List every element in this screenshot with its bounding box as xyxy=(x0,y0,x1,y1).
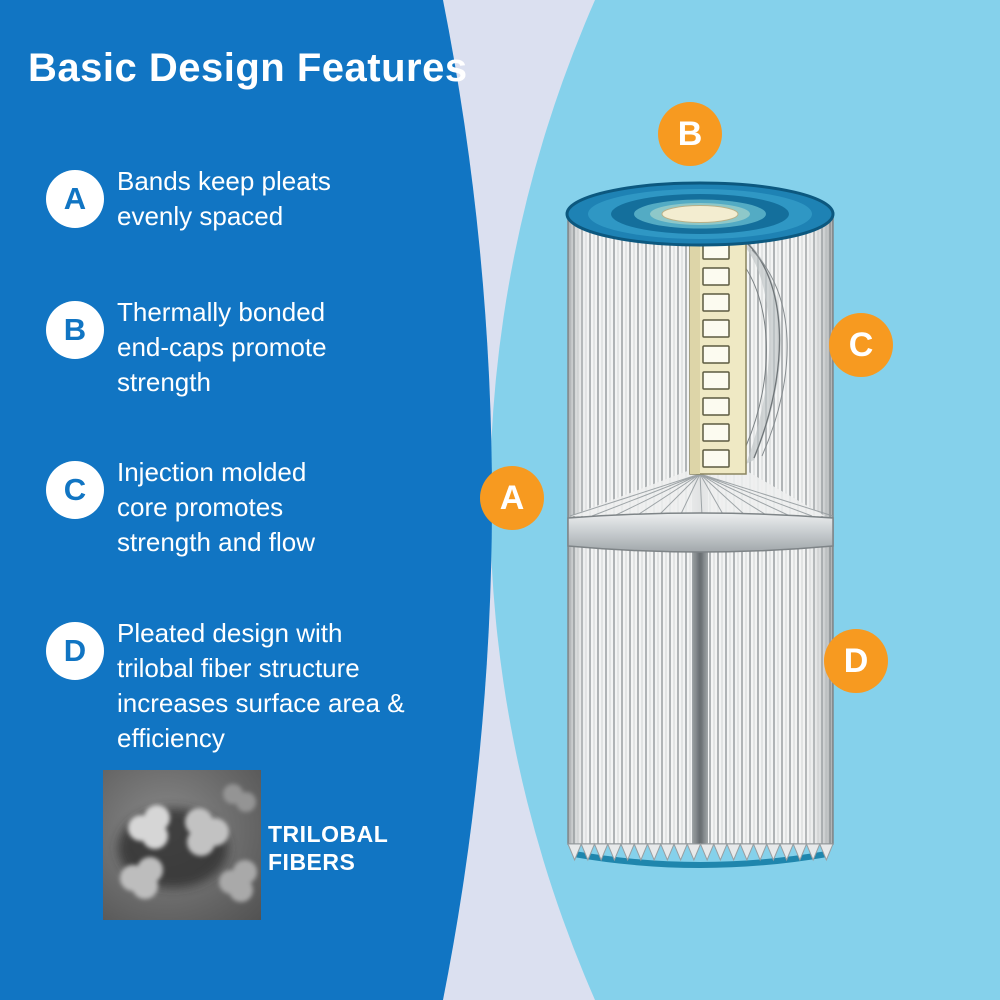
feature-badge-letter: D xyxy=(63,633,87,668)
core-seam xyxy=(692,470,708,844)
feature-badge-c: C xyxy=(46,461,104,519)
bottom-rim xyxy=(573,851,828,868)
feature-text-b: Thermally bonded end-caps promote streng… xyxy=(117,297,327,397)
bottom-pleats xyxy=(567,842,834,862)
core-holes xyxy=(702,241,730,468)
fiber-caption: TRILOBAL FIBERS xyxy=(268,821,389,875)
feature-badge-letter: C xyxy=(63,472,87,507)
feature-text-d: Pleated design with trilobal fiber struc… xyxy=(117,618,405,753)
feature-badge-b: B xyxy=(46,301,104,359)
feature-item-d: D Pleated design with trilobal fiber str… xyxy=(46,616,486,756)
feature-badge-d: D xyxy=(46,622,104,680)
diagram-badge-b: B xyxy=(658,102,722,166)
fiber-cross-sections xyxy=(120,784,257,902)
mid-band xyxy=(567,512,834,553)
core-cutaway xyxy=(569,233,834,517)
trilobal-fiber-photo xyxy=(103,770,261,920)
end-cap xyxy=(565,181,835,247)
page-title: Basic Design Features xyxy=(28,46,468,90)
feature-item-b: B Thermally bonded end-caps promote stre… xyxy=(46,295,486,400)
diagram-badge-c: C xyxy=(829,313,893,377)
feature-badge-a: A xyxy=(46,170,104,228)
feature-text-a: Bands keep pleats evenly spaced xyxy=(117,166,331,231)
diagram-badge-d: D xyxy=(824,629,888,693)
feature-item-c: C Injection molded core promotes strengt… xyxy=(46,455,486,560)
feature-badge-letter: B xyxy=(63,312,87,347)
feature-item-a: A Bands keep pleats evenly spaced xyxy=(46,164,486,234)
feature-text-c: Injection molded core promotes strength … xyxy=(117,457,316,557)
diagram-badge-a: A xyxy=(480,466,544,530)
feature-badge-letter: A xyxy=(63,181,87,216)
filter-cartridge-illustration xyxy=(565,181,835,868)
